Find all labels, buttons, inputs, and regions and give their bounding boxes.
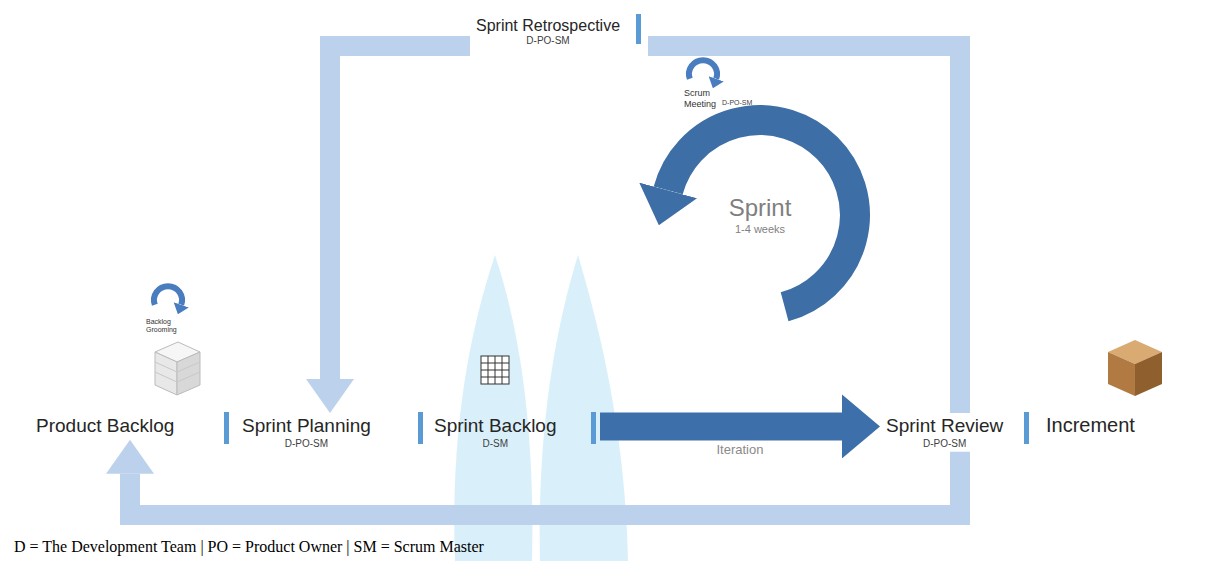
stage-node: Sprint RetrospectiveD-PO-SM [470,14,648,49]
scrum-cycle-arrow [689,60,717,79]
stage-node: Sprint PlanningD-PO-SM [236,413,377,452]
divider-bar [591,412,596,444]
role-abbreviations: D-PO-SM [886,438,1003,450]
stage-name: Sprint Backlog [434,415,557,438]
role-abbreviations: D-PO-SM [476,35,620,47]
activity-label: Backlog Grooming [146,318,186,335]
stage-name: Product Backlog [36,415,174,438]
role-abbreviations: D-SM [434,438,557,450]
divider-bar [224,412,229,444]
increment-box-icon [1108,340,1162,396]
flow-arrow [600,412,842,440]
flow-arrow [330,46,470,379]
stage-name: Sprint Planning [242,415,371,438]
divider-bar [1024,412,1029,444]
grid-line [481,356,509,384]
grid-frame [481,356,509,384]
flow-arrow [648,46,960,413]
icon-face [1135,352,1162,396]
sprint-backlog-grid-icon [481,356,509,384]
edge-label: Iteration [717,442,764,458]
flow-arrow [130,452,960,515]
divider-bar [418,412,423,444]
stage-node: Product Backlog [30,413,180,440]
event-label: Scrum Meeting [684,88,726,110]
role-abbreviations: D-PO-SM [722,99,752,107]
sprint-cycle-arrow [668,120,855,307]
backlog-stack-icon [155,342,200,395]
stage-name: Sprint [729,194,792,223]
role-abbreviations: D-PO-SM [242,438,371,450]
legend-key: D = The Development Team | PO = Product … [14,537,484,556]
stage-node: Increment [1040,411,1141,439]
stage-name: Sprint Retrospective [476,16,620,35]
role-abbreviations: 1-4 weeks [729,223,792,236]
icon-face [1108,352,1135,396]
grooming-cycle-arrow [154,286,182,305]
stage-name: Sprint Review [886,415,1003,438]
stage-node: Sprint1-4 weeks [723,192,798,238]
icon-line [155,362,200,382]
divider-bar [636,14,641,44]
stage-name: Increment [1046,413,1135,437]
stage-node: Sprint BacklogD-SM [428,413,600,452]
stage-node: Sprint ReviewD-PO-SM [880,413,1009,452]
